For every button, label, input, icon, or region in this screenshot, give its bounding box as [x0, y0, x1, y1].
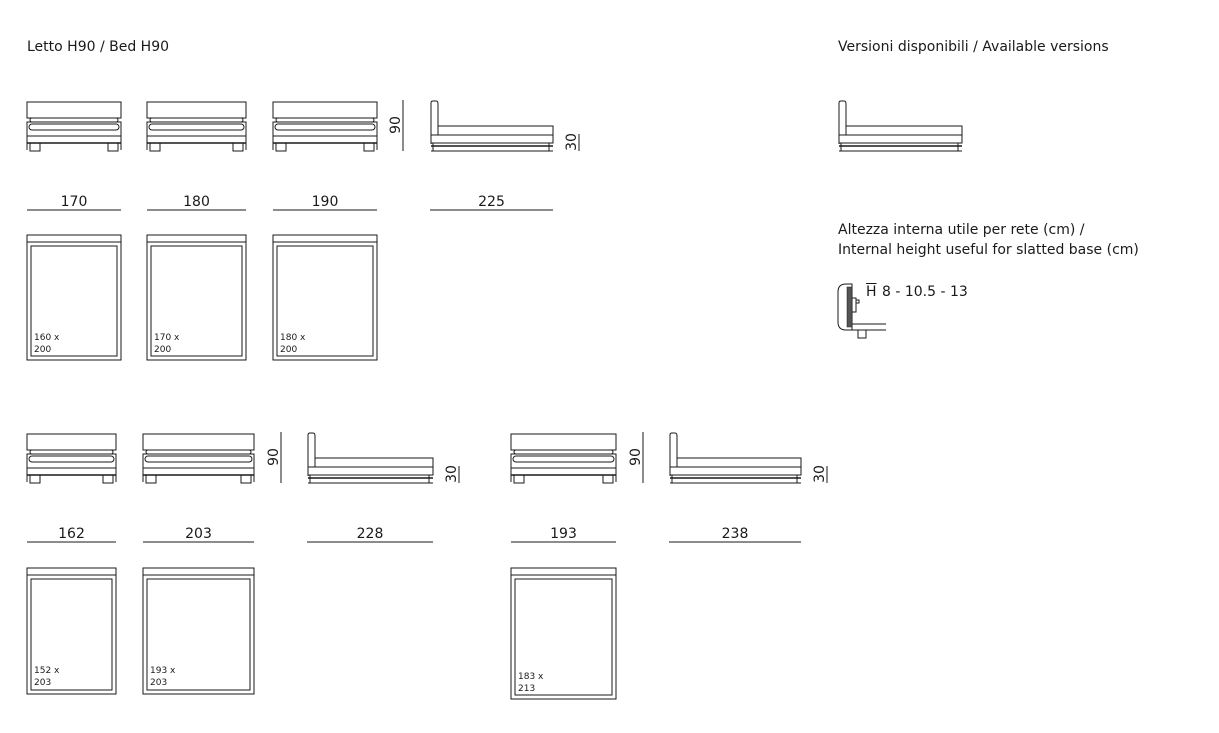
leg-height-label: 30	[564, 133, 580, 151]
mattress-size: 193 x	[150, 666, 176, 676]
slatted-base-line2: Internal height useful for slatted base …	[838, 242, 1139, 258]
bed-front-162	[26, 433, 117, 484]
length-label: 228	[356, 526, 384, 542]
bed-front-170	[26, 101, 122, 152]
h-symbol: H	[866, 284, 877, 300]
leg-height-label: 30	[812, 465, 828, 483]
bed-plan-190	[272, 234, 378, 361]
mattress-size: 180 x	[280, 333, 306, 343]
section-title: Letto H90 / Bed H90	[27, 39, 170, 55]
h-values: 8 - 10.5 - 13	[882, 284, 968, 300]
slatted-base-section	[837, 283, 886, 339]
bed-plan-193	[510, 567, 617, 700]
mattress-size: 200	[154, 345, 172, 355]
mattress-size: 200	[34, 345, 52, 355]
width-label: 193	[550, 526, 577, 542]
bed-front-180	[146, 101, 247, 152]
available-version-side	[838, 100, 963, 152]
bed-plan-170	[26, 234, 122, 361]
bed-plan-162	[26, 567, 117, 695]
bed-plan-180	[146, 234, 247, 361]
mattress-size: 170 x	[154, 333, 180, 343]
mattress-size: 200	[280, 345, 298, 355]
leg-height-label: 30	[444, 465, 460, 483]
width-label: 203	[185, 526, 212, 542]
length-label: 225	[478, 194, 505, 210]
bed-plan-203	[142, 567, 255, 695]
width-label: 170	[60, 194, 88, 210]
slatted-base-line1: Altezza interna utile per rete (cm) /	[838, 222, 1085, 238]
height-label: 90	[628, 448, 644, 466]
length-label: 238	[721, 526, 749, 542]
width-label: 180	[183, 194, 210, 210]
height-label: 90	[388, 116, 404, 134]
width-label: 162	[58, 526, 85, 542]
versions-title: Versioni disponibili / Available version…	[838, 39, 1109, 55]
bed-front-193	[510, 433, 617, 484]
bed-front-190	[272, 101, 378, 152]
width-label: 190	[311, 194, 339, 210]
mattress-size: 160 x	[34, 333, 60, 343]
bed-side-228	[307, 432, 434, 484]
bed-front-203	[142, 433, 255, 484]
bed-side-238	[669, 432, 802, 484]
mattress-size: 203	[150, 678, 168, 688]
mattress-size: 152 x	[34, 666, 60, 676]
mattress-size: 203	[34, 678, 52, 688]
mattress-size: 213	[518, 684, 536, 694]
bed-side-225	[430, 100, 554, 152]
height-label: 90	[266, 448, 282, 466]
mattress-size: 183 x	[518, 672, 544, 682]
